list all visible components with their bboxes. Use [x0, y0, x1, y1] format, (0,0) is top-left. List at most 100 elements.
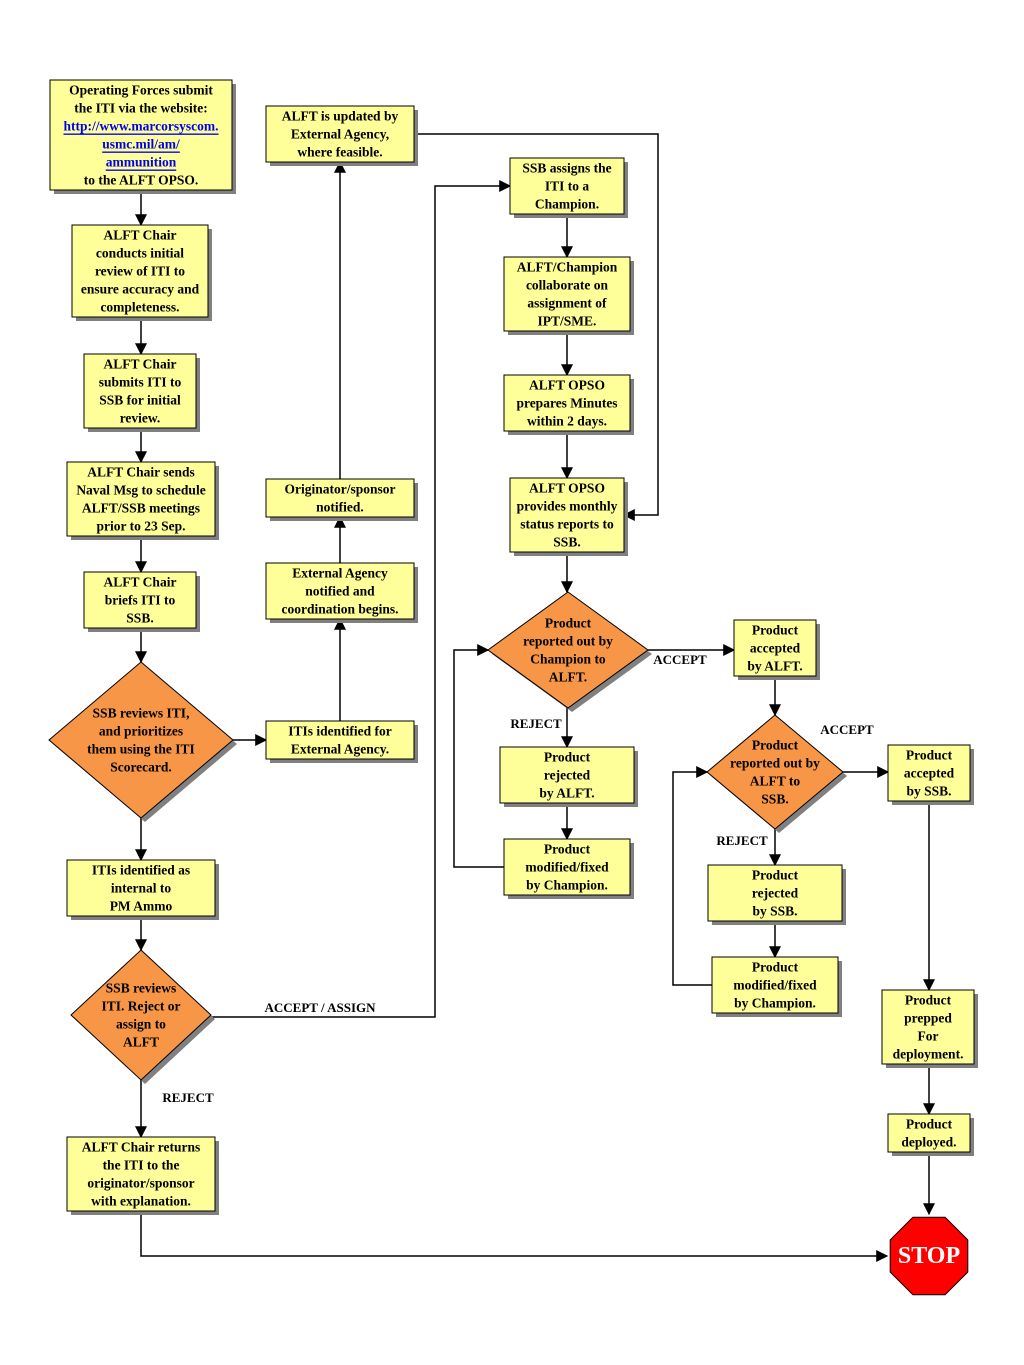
node-text: notified and	[305, 584, 375, 599]
node-text: Originator/sponsor	[284, 482, 395, 497]
process-box	[66, 461, 216, 537]
process-box	[733, 619, 817, 677]
node-text: ITI. Reject or	[101, 999, 180, 1014]
process-box	[265, 105, 415, 163]
node-text: Product	[906, 748, 953, 763]
node-originator-notified: Originator/sponsor notified.	[265, 478, 418, 521]
process-box	[503, 374, 631, 432]
process-box	[711, 956, 839, 1014]
decision-diamond	[487, 591, 649, 709]
node-text: SSB.	[126, 611, 153, 626]
edge-label-accept-assign: ACCEPT / ASSIGN	[264, 1000, 376, 1015]
node-text: Product	[544, 750, 591, 765]
process-box	[265, 562, 415, 620]
node-text: reported out by	[730, 756, 820, 771]
connector-arrow	[453, 644, 504, 868]
node-text: ALFT.	[549, 670, 587, 685]
node-text: ensure accuracy and	[81, 282, 200, 297]
stop-octagon	[889, 1216, 969, 1296]
node-text: reported out by	[523, 634, 613, 649]
node-text: by Champion.	[734, 996, 816, 1011]
node-text: SSB reviews ITI,	[93, 706, 190, 721]
process-box	[509, 477, 625, 553]
process-box	[887, 744, 971, 802]
node-text: the ITI via the website:	[74, 101, 208, 116]
node-text: by ALFT.	[747, 659, 802, 674]
node-text: Product	[545, 616, 592, 631]
node-text: coordination begins.	[281, 602, 398, 617]
node-text: modified/fixed	[525, 860, 609, 875]
node-text: External Agency.	[291, 742, 389, 757]
node-text: SSB.	[553, 535, 580, 550]
decision-diamond	[48, 661, 234, 819]
node-text: briefs ITI to	[105, 593, 176, 608]
edge-label-reject-2: REJECT	[716, 833, 768, 848]
node-text: rejected	[544, 768, 591, 783]
connector-arrow	[672, 766, 712, 986]
node-text: ALFT Chair returns	[82, 1140, 201, 1155]
edge-label-accept-1: ACCEPT	[653, 652, 707, 667]
node-text: status reports to	[520, 517, 614, 532]
node-text: accepted	[904, 766, 955, 781]
node-text: Product	[544, 842, 591, 857]
node-text: Product	[752, 738, 799, 753]
node-text: For	[918, 1029, 939, 1044]
process-box	[881, 989, 975, 1065]
node-text: review.	[120, 411, 161, 426]
connectors	[135, 133, 935, 1262]
node-text: notified.	[316, 500, 364, 515]
node-text: by ALFT.	[539, 786, 594, 801]
node-text: to the ALFT OPSO.	[84, 173, 199, 188]
node-text: them using the ITI	[87, 742, 195, 757]
node-text: assign to	[116, 1017, 166, 1032]
node-text: by SSB.	[906, 784, 951, 799]
node-rejected-alft: Product rejected by ALFT.	[499, 746, 638, 807]
edge-label-reject-1: REJECT	[510, 716, 562, 731]
website-link-text[interactable]: http://www.marcorsyscom.	[64, 119, 219, 134]
node-text: Champion to	[530, 652, 606, 667]
edge-label-reject-main: REJECT	[162, 1090, 214, 1105]
node-text: ITI to a	[545, 179, 590, 194]
node-text: by SSB.	[752, 904, 797, 919]
node-text: review of ITI to	[95, 264, 185, 279]
connector-arrow	[414, 133, 659, 521]
node-text: deployed.	[901, 1135, 956, 1150]
node-text: completeness.	[100, 300, 179, 315]
process-box	[503, 256, 631, 332]
connector-arrow	[140, 1211, 889, 1262]
process-box	[83, 353, 197, 429]
website-link-text[interactable]: ammunition	[106, 155, 177, 170]
node-text: by Champion.	[526, 878, 608, 893]
process-box	[71, 224, 209, 318]
process-box	[49, 79, 233, 191]
process-box	[66, 859, 216, 917]
node-text: Product	[906, 1117, 953, 1132]
website-link-text[interactable]: usmc.mil/am/	[102, 137, 180, 152]
node-text: IPT/SME.	[538, 314, 597, 329]
decision-diamond	[70, 949, 212, 1081]
node-accepted-ssb: Product accepted by SSB.	[887, 744, 974, 805]
process-box	[499, 746, 635, 804]
node-text: Champion.	[535, 197, 599, 212]
node-text: ALFT Chair	[104, 357, 177, 372]
node-text: ITIs identified as	[92, 863, 190, 878]
node-text: ALFT	[123, 1035, 159, 1050]
node-text: assignment of	[527, 296, 607, 311]
node-text: ALFT to	[750, 774, 801, 789]
process-box	[503, 838, 631, 896]
